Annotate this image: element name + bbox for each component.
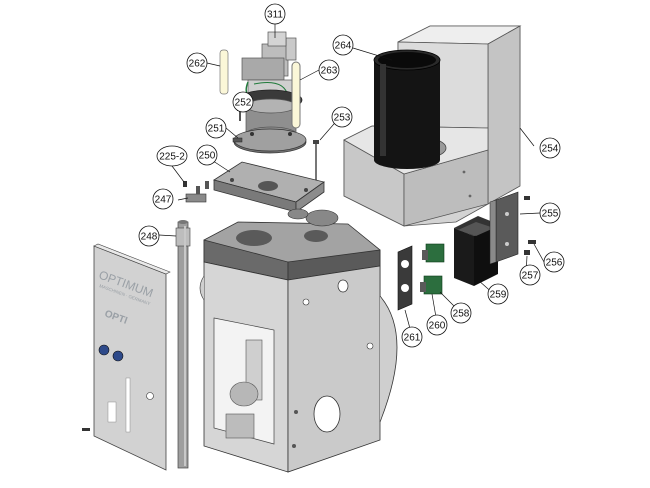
cylinder-264 xyxy=(373,49,441,169)
svg-text:263: 263 xyxy=(321,66,338,77)
switch-plate-261 xyxy=(397,245,413,311)
svg-text:256: 256 xyxy=(546,258,563,269)
callout-259: 259 xyxy=(487,283,509,305)
svg-text:250: 250 xyxy=(199,151,216,162)
svg-text:225-2: 225-2 xyxy=(159,152,185,163)
svg-text:257: 257 xyxy=(522,271,539,282)
callouts: 311 264 262 263 252 251 253 254 225-2 25… xyxy=(138,3,565,348)
svg-text:260: 260 xyxy=(429,321,446,332)
callout-262: 262 xyxy=(186,52,208,74)
screw-251 xyxy=(232,137,243,143)
callout-252: 252 xyxy=(232,91,254,113)
column-body xyxy=(199,208,398,473)
callout-311: 311 xyxy=(264,3,286,25)
callout-257: 257 xyxy=(519,264,541,286)
front-panel xyxy=(82,243,171,471)
callout-260: 260 xyxy=(426,314,448,336)
svg-text:254: 254 xyxy=(542,144,559,155)
svg-text:248: 248 xyxy=(141,232,158,243)
svg-text:259: 259 xyxy=(490,290,507,301)
callout-225-2: 225-2 xyxy=(156,145,188,167)
bracket-255 xyxy=(489,191,519,265)
screw-257 xyxy=(524,250,530,255)
svg-text:261: 261 xyxy=(404,333,421,344)
callout-256: 256 xyxy=(543,251,565,273)
callout-251: 251 xyxy=(205,117,227,139)
svg-text:255: 255 xyxy=(542,209,559,220)
callout-248: 248 xyxy=(138,225,160,247)
plate-250 xyxy=(213,161,325,213)
callout-254: 254 xyxy=(539,137,561,159)
svg-text:311: 311 xyxy=(267,10,283,21)
callout-255: 255 xyxy=(539,202,561,224)
hose-262 xyxy=(219,49,229,95)
svg-text:251: 251 xyxy=(208,124,225,135)
callout-263: 263 xyxy=(318,59,340,81)
svg-text:252: 252 xyxy=(235,98,252,109)
callout-250: 250 xyxy=(196,144,218,166)
switch-260 xyxy=(420,275,443,295)
svg-text:253: 253 xyxy=(334,113,351,124)
svg-text:264: 264 xyxy=(335,41,352,52)
svg-text:247: 247 xyxy=(155,195,172,206)
svg-text:258: 258 xyxy=(453,309,470,320)
callout-247: 247 xyxy=(152,188,174,210)
spindle-shaft-248 xyxy=(175,220,191,469)
bolt-253 xyxy=(313,140,319,182)
callout-253: 253 xyxy=(331,106,353,128)
svg-text:262: 262 xyxy=(189,59,206,70)
callout-261: 261 xyxy=(401,326,423,348)
switch-258 xyxy=(422,243,445,263)
callout-264: 264 xyxy=(332,34,354,56)
screw-top-255 xyxy=(524,196,530,200)
callout-258: 258 xyxy=(450,302,472,324)
bracket-247 xyxy=(183,181,209,203)
screw-256 xyxy=(528,240,536,244)
